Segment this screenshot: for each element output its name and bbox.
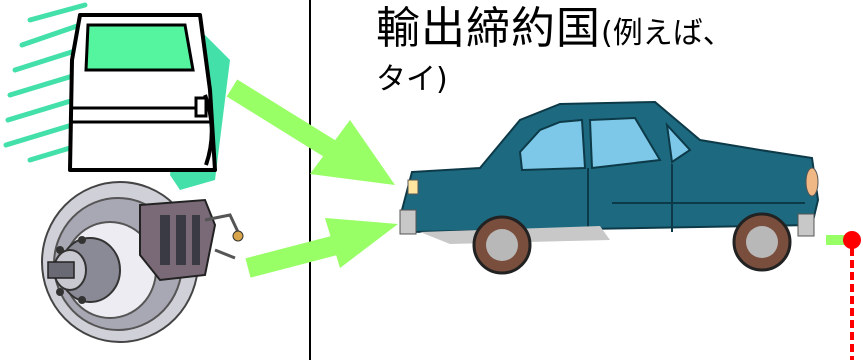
connector-dot-icon bbox=[826, 231, 861, 360]
page-title: 輸出締約国(例えば、 bbox=[376, 0, 733, 63]
car-door-icon bbox=[3, 2, 230, 190]
arrow-bottom bbox=[245, 218, 398, 278]
car-icon bbox=[399, 100, 820, 275]
title-sub: (例えば、 bbox=[601, 16, 733, 51]
title-line2: タイ) bbox=[376, 62, 448, 97]
arrow-top bbox=[226, 79, 395, 185]
title-main: 輸出締約国 bbox=[376, 3, 601, 54]
brake-disc-icon bbox=[41, 181, 244, 343]
door-stripes bbox=[3, 2, 88, 163]
